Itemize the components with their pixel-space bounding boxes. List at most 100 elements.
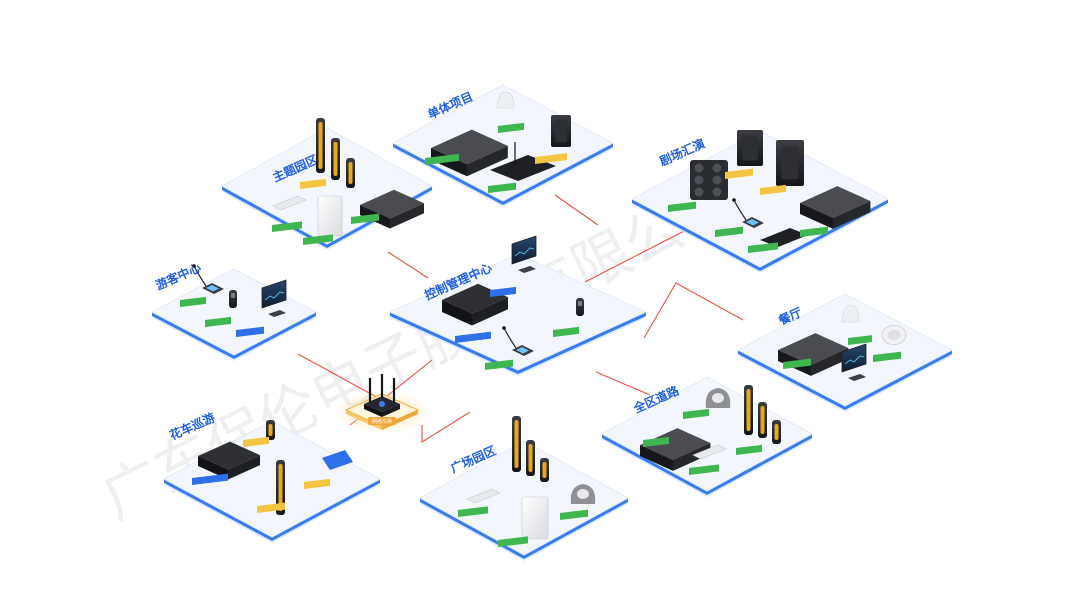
network-switch[interactable]: 网络交换 xyxy=(334,374,430,434)
wifi-icon xyxy=(379,401,385,407)
device-label-tag xyxy=(689,464,719,475)
column-speaker-stripe xyxy=(333,142,338,176)
connection-link xyxy=(421,411,471,443)
device-label-tag xyxy=(643,436,669,447)
device-label-tag xyxy=(300,178,326,189)
device-label-tag xyxy=(800,226,828,237)
rack-amplifier-top xyxy=(778,333,849,365)
monitor-icon xyxy=(261,279,287,309)
zone-devices xyxy=(425,91,571,193)
speaker-driver xyxy=(694,175,704,185)
terminal-screen xyxy=(231,293,235,298)
rack-amplifier-side xyxy=(833,201,871,229)
zone-canting[interactable]: 餐厅 xyxy=(737,293,953,412)
zone-devices xyxy=(180,264,287,337)
device-label-tag xyxy=(243,436,269,447)
rack-amplifier-top xyxy=(360,189,424,219)
device-label-tag xyxy=(257,502,285,513)
monitor-chart xyxy=(514,247,535,257)
device-label-tag xyxy=(535,153,567,164)
device-label-tag xyxy=(236,326,264,337)
device-label-tag xyxy=(715,226,743,237)
zone-guangchang[interactable]: 广场园区 xyxy=(419,416,629,561)
control-panel xyxy=(692,444,727,460)
column-speaker-stripe xyxy=(268,424,273,436)
device-label-tag xyxy=(488,182,516,193)
zone-zhuti[interactable]: 主题园区 xyxy=(221,118,433,250)
speaker-grille xyxy=(555,119,567,143)
connection-link xyxy=(584,227,691,283)
speaker-driver xyxy=(694,163,704,173)
device-label-tag xyxy=(498,536,528,547)
zone-devices xyxy=(668,130,871,253)
speaker-driver xyxy=(712,175,722,185)
device-label-tag xyxy=(848,335,872,345)
zone-youke[interactable]: 游客中心 xyxy=(151,260,317,361)
zone-juchang[interactable]: 剧场汇演 xyxy=(631,130,889,273)
router-body-side xyxy=(382,404,400,417)
connection-link xyxy=(643,282,744,339)
column-speaker-stripe xyxy=(514,420,519,468)
control-panel xyxy=(466,488,501,504)
device-label-tag xyxy=(553,326,579,337)
connection-link xyxy=(554,194,599,226)
device-label-tag xyxy=(748,242,778,253)
device-label-tag xyxy=(683,408,709,419)
wall-cabinet xyxy=(317,195,343,237)
router-body-side xyxy=(364,404,382,417)
column-speaker-stripe xyxy=(760,406,765,434)
rack-amplifier-front xyxy=(800,203,833,229)
horn-speaker xyxy=(496,91,515,109)
terminal-device xyxy=(229,290,237,308)
rack-amplifier-side xyxy=(811,348,849,376)
device-label-tag xyxy=(560,509,588,520)
device-label-tag xyxy=(425,153,459,165)
zone-devices xyxy=(272,118,424,245)
zone-devices xyxy=(458,416,596,547)
microphone-head xyxy=(732,198,736,202)
wall-cabinet xyxy=(521,496,549,540)
column-speaker-stripe xyxy=(746,389,751,431)
platform-top xyxy=(389,253,647,371)
speaker-grille xyxy=(781,146,799,180)
zone-devices xyxy=(778,304,907,381)
column-speaker-stripe xyxy=(774,424,779,440)
rack-amplifier-side xyxy=(390,203,424,229)
device-label-tag xyxy=(180,296,206,307)
device-label-tag xyxy=(760,184,786,195)
zone-danti[interactable]: 单体项目 xyxy=(392,84,614,207)
device-label-tag xyxy=(455,331,491,343)
zone-huache[interactable]: 花车巡游 xyxy=(163,410,381,543)
device-label-tag xyxy=(736,444,762,455)
zone-title: 游客中心 xyxy=(153,260,203,293)
device-label-tag xyxy=(725,168,753,179)
zone-devices xyxy=(640,385,781,475)
rack-amplifier-top xyxy=(800,186,871,218)
keyboard-icon xyxy=(268,310,286,317)
zone-quanqu[interactable]: 全区道路 xyxy=(601,376,813,497)
zone-kongzhi[interactable]: 控制管理中心 xyxy=(389,235,647,376)
column-speaker-stripe xyxy=(318,122,323,169)
column-speaker-stripe xyxy=(278,464,283,511)
vehicle-host-side xyxy=(228,455,260,480)
device-label-tag xyxy=(351,213,379,224)
microphone-head xyxy=(502,326,506,330)
device-label-tag xyxy=(304,478,330,489)
device-label-tag xyxy=(668,201,696,212)
paging-mic-screen xyxy=(206,285,219,292)
terminal-screen xyxy=(578,301,582,306)
rack-amplifier-side xyxy=(673,443,711,471)
device-label-tag xyxy=(272,221,302,232)
speaker-driver xyxy=(712,163,722,173)
horn-speaker xyxy=(841,304,860,323)
device-label-tag xyxy=(192,473,228,485)
column-speaker-stripe xyxy=(542,462,547,478)
device-label-tag xyxy=(873,351,901,362)
rack-amplifier-top xyxy=(640,428,711,460)
tablet-icon xyxy=(322,450,353,470)
vehicle-host-front xyxy=(198,456,228,480)
terminal-device xyxy=(576,298,584,316)
